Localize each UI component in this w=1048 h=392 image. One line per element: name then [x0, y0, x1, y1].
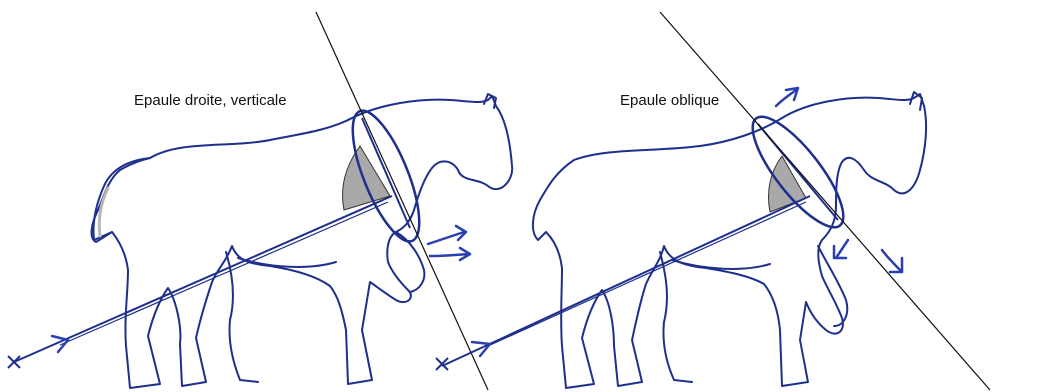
horse-right: [533, 92, 926, 388]
horse-left: [92, 94, 513, 388]
arrow-icon: [776, 88, 798, 106]
humerus-line-left-double: [60, 202, 388, 345]
arrow-icon: [882, 250, 902, 272]
arrow-icon: [834, 240, 848, 258]
label-oblique-shoulder: Epaule oblique: [620, 92, 719, 109]
horse-right-hindleg-inner: [660, 252, 692, 382]
horse-right-belly-line: [672, 260, 770, 269]
horse-left-body-outline: [92, 96, 513, 388]
label-vertical-shoulder: Epaule droite, verticale: [134, 92, 287, 109]
start-cross-left: [8, 356, 20, 368]
humerus-line-right: [442, 196, 810, 366]
humerus-line-left: [14, 196, 392, 362]
shoulder-angle-right: [769, 156, 807, 212]
horse-right-body-outline: [533, 94, 926, 388]
shoulder-reference-line-left: [316, 12, 488, 390]
horse-left-hindleg-inner: [226, 252, 258, 382]
humerus-line-right-double: [488, 202, 806, 346]
motion-arrows-left: [428, 226, 470, 260]
horse-left-belly-line: [238, 258, 336, 267]
shoulder-reference-line-right: [660, 12, 990, 390]
arrow-icon: [428, 226, 466, 244]
arrow-icon: [430, 248, 470, 260]
